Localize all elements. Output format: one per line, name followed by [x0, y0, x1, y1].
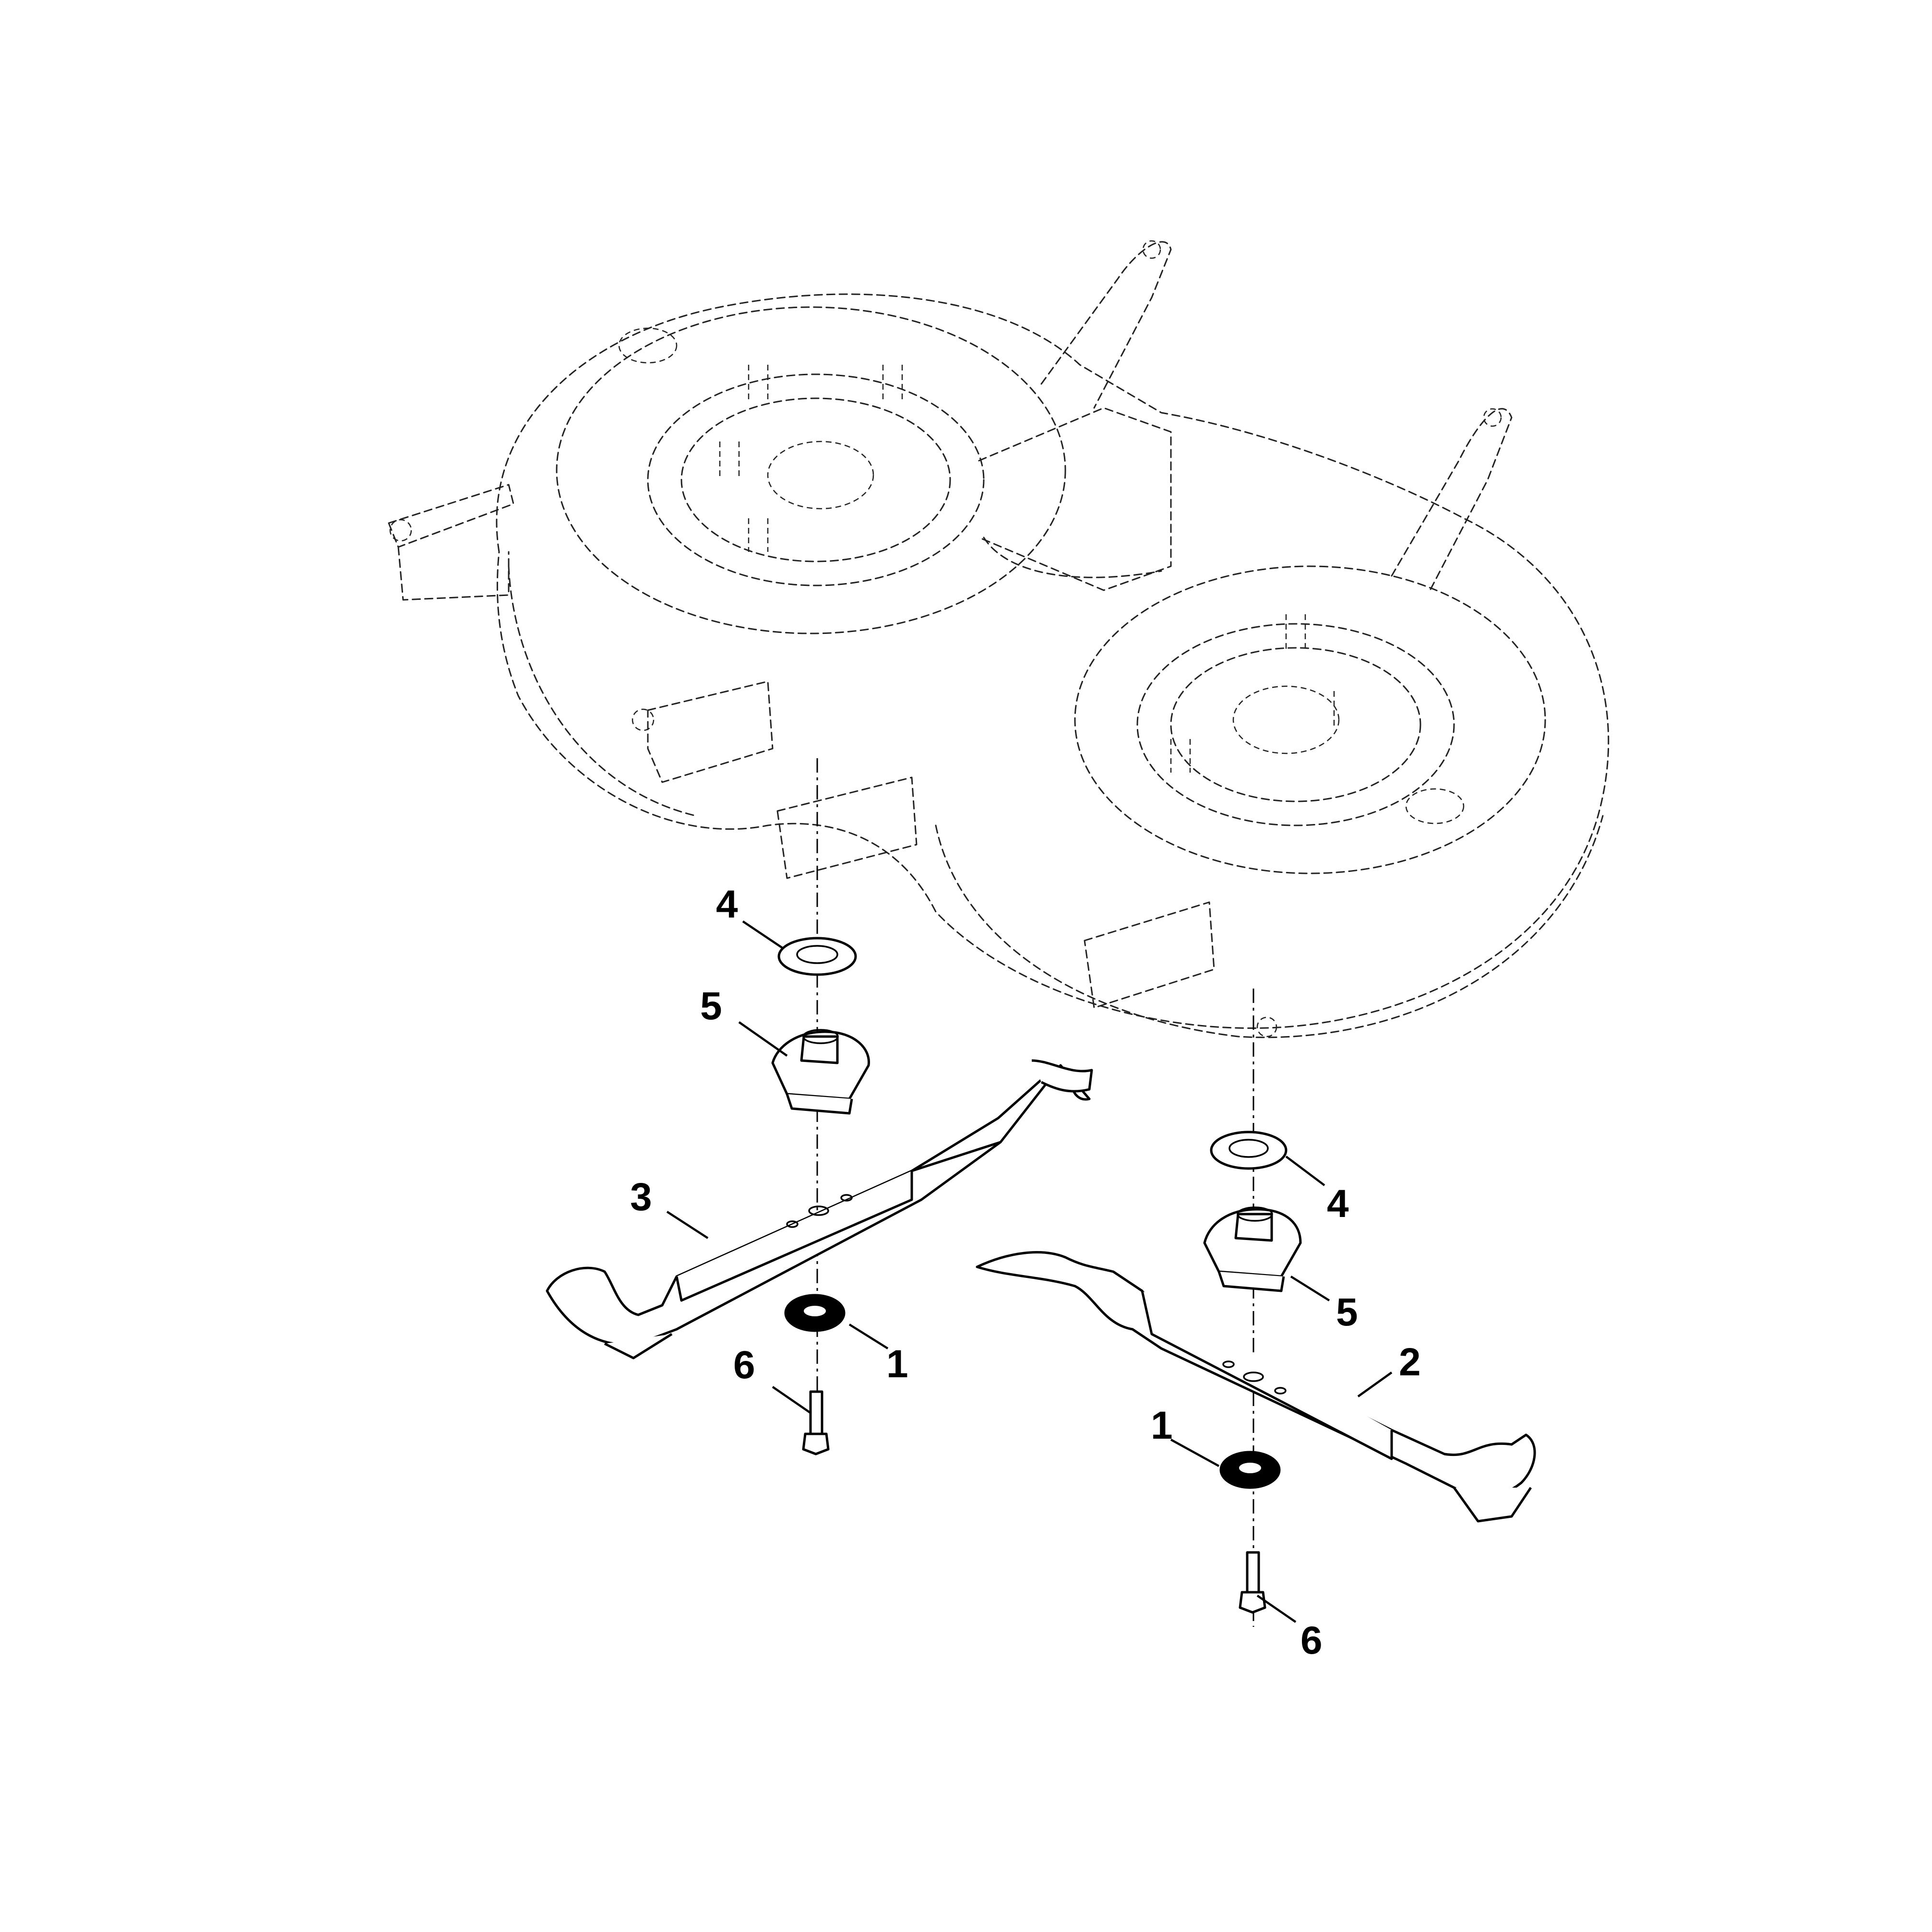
callout-1-right: 1 — [1151, 1404, 1173, 1447]
hex-bolt-right — [1239, 1551, 1266, 1614]
mower-deck-housing — [388, 240, 1610, 1038]
callout-2: 2 — [1399, 1340, 1421, 1384]
spacer-washer-right — [1210, 1131, 1288, 1170]
callout-4-left: 4 — [716, 883, 738, 926]
spacer-washer-left — [777, 937, 857, 976]
callout-labels: 4 5 3 1 6 4 5 2 1 6 — [630, 883, 1421, 1662]
mower-blade-left — [546, 1059, 1093, 1360]
callout-3: 3 — [630, 1175, 652, 1219]
spring-washer-left — [784, 1294, 846, 1332]
callout-1-left: 1 — [886, 1342, 908, 1386]
hex-bolt-left — [802, 1390, 830, 1455]
leader-lines — [666, 920, 1393, 1623]
spring-washer-right — [1219, 1451, 1281, 1489]
mower-blade-right — [976, 1251, 1536, 1523]
callout-5-left: 5 — [700, 984, 722, 1028]
callout-6-right: 6 — [1300, 1619, 1323, 1662]
callout-4-right: 4 — [1327, 1182, 1349, 1226]
blade-adapter-right — [1203, 1206, 1302, 1292]
callout-5-right: 5 — [1336, 1290, 1358, 1334]
blade-adapter-left — [771, 1029, 870, 1115]
callout-6-left: 6 — [733, 1343, 755, 1387]
